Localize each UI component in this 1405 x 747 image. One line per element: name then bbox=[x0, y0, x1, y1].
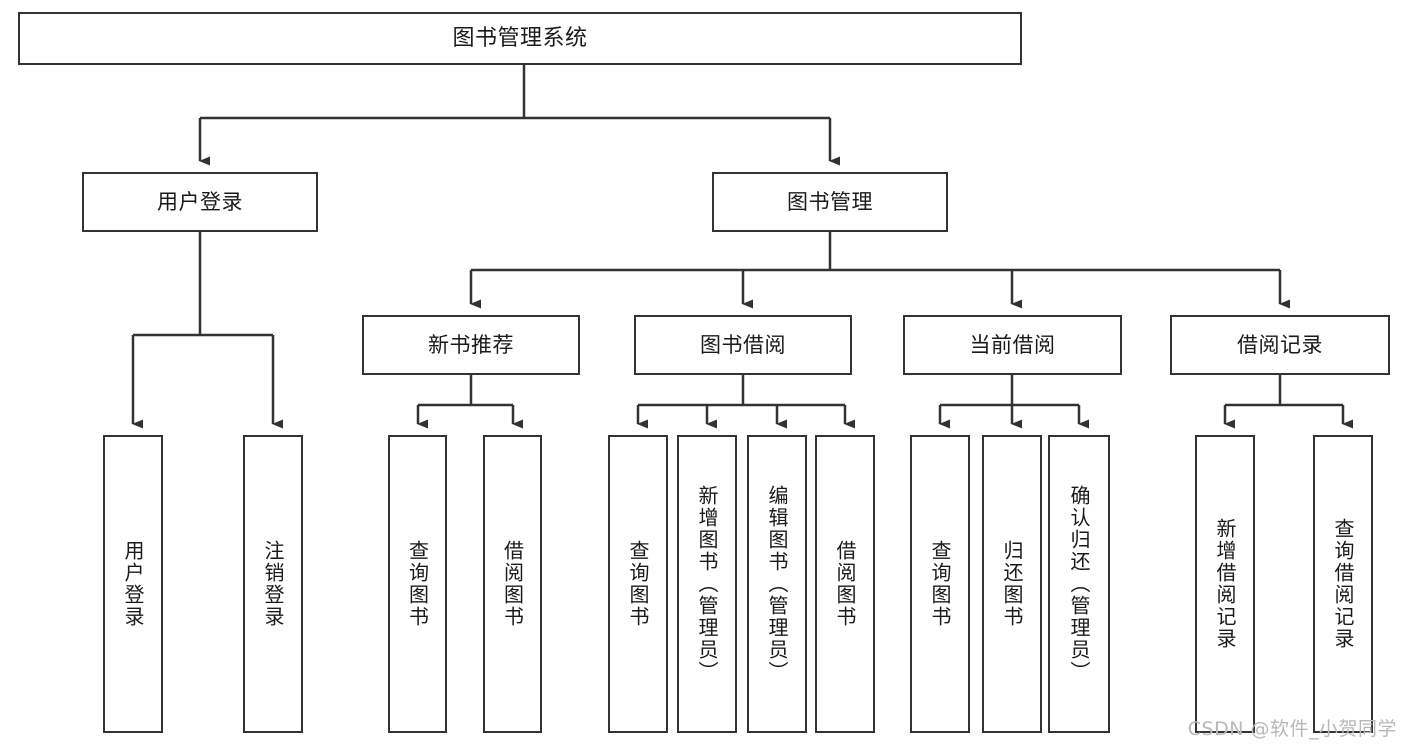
node-leaf-query-record[interactable]: 查询借阅记录 bbox=[1313, 435, 1373, 733]
node-leaf-logout[interactable]: 注销登录 bbox=[243, 435, 303, 733]
node-leaf-return-book[interactable]: 归还图书 bbox=[982, 435, 1042, 733]
node-leaf-user-login[interactable]: 用户登录 bbox=[103, 435, 163, 733]
node-borrow-record[interactable]: 借阅记录 bbox=[1170, 315, 1390, 375]
node-label: 新增图书（管理员） bbox=[695, 485, 719, 683]
node-leaf-borrow-book-1[interactable]: 借阅图书 bbox=[483, 435, 542, 733]
node-label: 确认归还（管理员） bbox=[1067, 485, 1091, 683]
node-label: 用户登录 bbox=[121, 540, 145, 628]
node-leaf-borrow-book-2[interactable]: 借阅图书 bbox=[815, 435, 875, 733]
node-label: 图书借阅 bbox=[700, 332, 786, 357]
node-user-login[interactable]: 用户登录 bbox=[82, 172, 318, 232]
node-label: 注销登录 bbox=[261, 540, 285, 628]
node-label: 归还图书 bbox=[1000, 540, 1024, 628]
node-label: 借阅记录 bbox=[1237, 332, 1323, 357]
node-label: 查询图书 bbox=[928, 540, 952, 628]
node-label: 新书推荐 bbox=[428, 332, 514, 357]
watermark: CSDN @软件_小贺同学 bbox=[1187, 718, 1397, 740]
node-label: 新增借阅记录 bbox=[1213, 518, 1237, 650]
node-label: 当前借阅 bbox=[969, 332, 1056, 357]
node-label: 借阅图书 bbox=[500, 540, 525, 628]
node-label: 查询图书 bbox=[626, 540, 650, 628]
node-leaf-add-record[interactable]: 新增借阅记录 bbox=[1195, 435, 1255, 733]
node-leaf-query-book-3[interactable]: 查询图书 bbox=[910, 435, 970, 733]
node-leaf-query-book-1[interactable]: 查询图书 bbox=[388, 435, 447, 733]
node-book-manage[interactable]: 图书管理 bbox=[712, 172, 948, 232]
node-label: 编辑图书（管理员） bbox=[765, 485, 789, 683]
node-current-borrow[interactable]: 当前借阅 bbox=[903, 315, 1122, 375]
node-leaf-add-book[interactable]: 新增图书（管理员） bbox=[677, 435, 737, 733]
node-label: 图书管理系统 bbox=[452, 25, 588, 51]
node-new-book-rec[interactable]: 新书推荐 bbox=[362, 315, 580, 375]
node-root[interactable]: 图书管理系统 bbox=[18, 12, 1022, 65]
node-label: 图书管理 bbox=[787, 189, 873, 214]
node-label: 查询借阅记录 bbox=[1331, 518, 1355, 650]
node-leaf-confirm-return[interactable]: 确认归还（管理员） bbox=[1048, 435, 1110, 733]
node-leaf-query-book-2[interactable]: 查询图书 bbox=[608, 435, 668, 733]
node-leaf-edit-book[interactable]: 编辑图书（管理员） bbox=[747, 435, 807, 733]
node-label: 借阅图书 bbox=[833, 540, 857, 628]
node-book-borrow[interactable]: 图书借阅 bbox=[634, 315, 852, 375]
node-label: 用户登录 bbox=[157, 189, 243, 214]
node-label: 查询图书 bbox=[405, 540, 430, 628]
